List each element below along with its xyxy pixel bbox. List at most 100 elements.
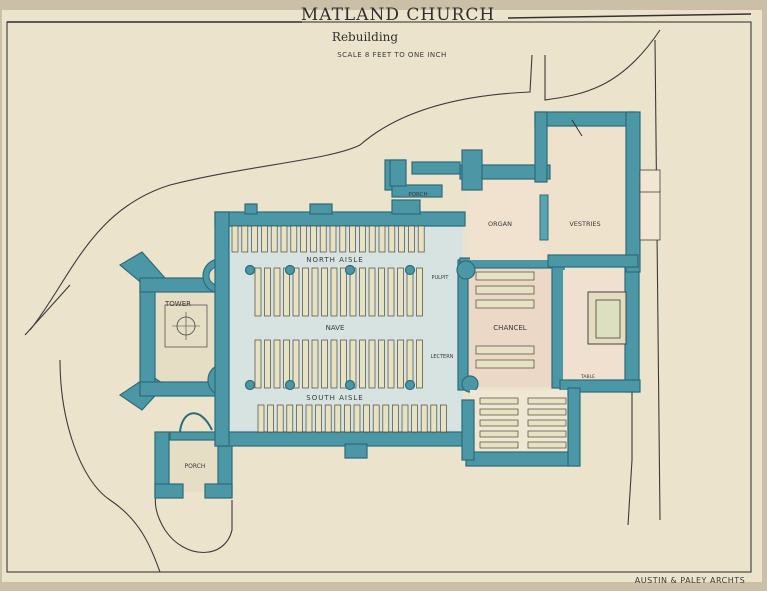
pew: [264, 267, 271, 317]
pew: [273, 339, 281, 389]
pew: [527, 408, 567, 416]
pew: [363, 404, 370, 433]
pew: [527, 419, 567, 427]
pew: [349, 267, 357, 317]
pew: [324, 404, 332, 433]
pews-north-aisle: [231, 225, 425, 253]
pew: [411, 404, 418, 433]
label-chancel: CHANCEL: [493, 324, 526, 332]
organ-cross-v: [461, 149, 483, 191]
south-buttress-1: [344, 443, 368, 459]
pew: [344, 404, 351, 433]
south-ext-wall-w: [461, 399, 475, 461]
column: [404, 379, 416, 391]
pew: [241, 225, 249, 253]
pew: [368, 339, 376, 389]
pew: [296, 404, 303, 433]
pew: [479, 441, 519, 449]
pew: [315, 404, 322, 433]
pew: [417, 225, 425, 253]
organ-divider: [539, 194, 549, 241]
pew: [479, 419, 519, 427]
pew: [368, 225, 376, 253]
label-nave: NAVE: [326, 324, 345, 332]
pew: [264, 339, 271, 389]
stall: [475, 299, 535, 309]
pew: [329, 225, 337, 253]
pew: [319, 225, 327, 253]
vestry-wall-north: [534, 111, 636, 127]
north-buttress-2: [309, 203, 333, 215]
pew: [292, 339, 300, 389]
boundary-path-outer: [29, 54, 533, 331]
vestry-wall-west: [534, 111, 548, 183]
label-tower: TOWER: [164, 300, 191, 308]
label-north-aisle: NORTH AISLE: [306, 256, 363, 264]
pulpit-circle: [456, 260, 476, 280]
porch-north-west-wall: [389, 159, 407, 187]
column: [344, 379, 356, 391]
pew: [359, 339, 366, 389]
pew: [340, 339, 347, 389]
pew: [267, 404, 274, 433]
boundary-path-east2: [654, 39, 661, 521]
pew: [378, 339, 385, 389]
pew: [416, 339, 423, 389]
vestry-floor: [542, 120, 634, 260]
porch-door-swing: [179, 412, 213, 433]
column: [344, 264, 356, 276]
porch-west-wall-s-r: [204, 483, 233, 499]
vestry-door-arc: [571, 119, 583, 137]
pew: [273, 267, 281, 317]
label-porch-north: PORCH: [408, 192, 427, 198]
pew: [378, 267, 385, 317]
pew: [397, 339, 404, 389]
chancel-stalls: [475, 271, 535, 369]
pew: [311, 267, 319, 317]
pew: [251, 225, 258, 253]
boundary-path-inner: [59, 359, 161, 573]
pew: [261, 225, 268, 253]
label-table: TABLE: [580, 374, 595, 380]
south-ext-wall-s: [465, 451, 579, 467]
pew: [479, 430, 519, 438]
pew: [276, 404, 284, 433]
pew: [286, 404, 294, 433]
pew: [372, 404, 380, 433]
pew: [310, 225, 317, 253]
label-vestries: VESTRIES: [569, 220, 600, 228]
pew: [359, 225, 366, 253]
pew: [305, 404, 313, 433]
pew: [311, 339, 319, 389]
nave-floor: [228, 218, 463, 436]
pew: [349, 225, 356, 253]
north-buttress-3: [391, 199, 421, 215]
pew: [359, 267, 366, 317]
sanctuary-wall-east: [624, 261, 640, 393]
pew: [290, 225, 298, 253]
pew: [440, 404, 447, 433]
pew: [321, 339, 328, 389]
pew: [254, 339, 262, 389]
pew: [330, 267, 338, 317]
tower-centre-square: [164, 304, 208, 348]
column: [244, 379, 256, 391]
pew: [378, 225, 386, 253]
pew: [388, 225, 396, 253]
pew: [339, 225, 347, 253]
pew: [257, 404, 265, 433]
vestry-wall-east: [625, 111, 641, 273]
arcade-columns: [244, 264, 416, 391]
architect-signature: AUSTIN & PALEY ARCHTS: [635, 576, 745, 585]
label-pulpit: PULPIT: [431, 275, 449, 281]
pew: [401, 404, 409, 433]
porch-north-cap: [411, 161, 461, 175]
pew: [416, 267, 423, 317]
pew: [368, 267, 376, 317]
title-rule-right: [507, 13, 752, 19]
pew: [353, 404, 361, 433]
stall: [475, 271, 535, 281]
pew: [283, 267, 290, 317]
column: [404, 264, 416, 276]
pew: [334, 404, 342, 433]
